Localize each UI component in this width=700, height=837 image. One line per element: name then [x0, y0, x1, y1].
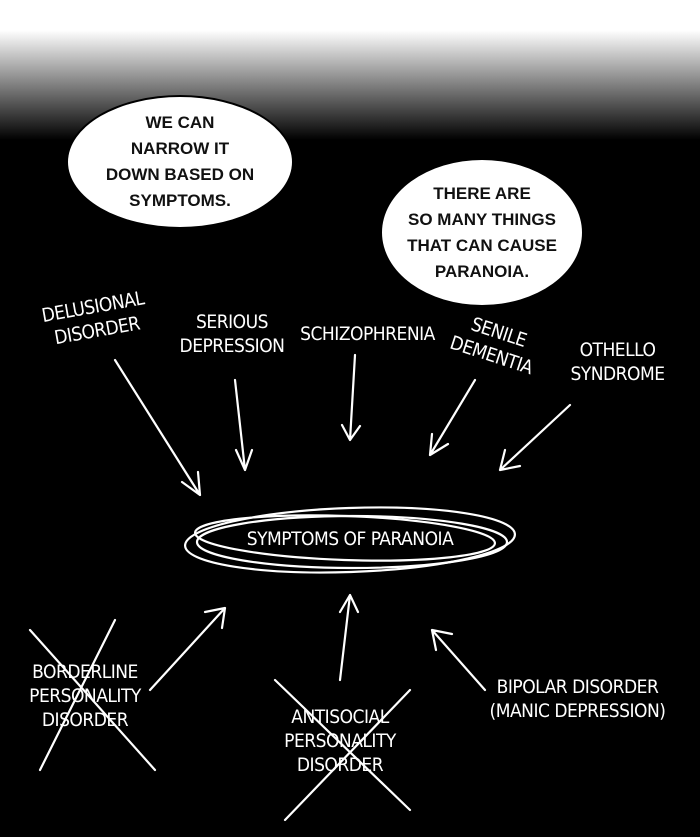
arrow — [430, 628, 487, 692]
cause-bipolar-disorder: BIPOLAR DISORDER (MANIC DEPRESSION) — [489, 676, 666, 722]
bubble-text: WE CAN NARROW IT DOWN BASED ON SYMPTOMS. — [105, 113, 255, 210]
cross-out — [273, 678, 412, 822]
arrow — [113, 358, 202, 497]
cause-serious-depression: SERIOUS DEPRESSION — [179, 311, 285, 357]
arrow — [233, 378, 254, 472]
cause-borderline-personality-disorder: BORDERLINE PERSONALITY DISORDER — [29, 661, 141, 731]
arrow — [498, 403, 572, 472]
cross-out — [28, 618, 157, 772]
arrow — [340, 353, 362, 442]
cause-othello-syndrome: OTHELLO SYNDROME — [570, 339, 665, 385]
arrow — [148, 606, 227, 692]
arrow — [338, 593, 360, 682]
center-ring — [183, 506, 517, 574]
cause-antisocial-personality-disorder: ANTISOCIAL PERSONALITY DISORDER — [284, 706, 396, 776]
center-label: SYMPTOMS OF PARANOIA — [246, 528, 454, 550]
speech-bubble-causes: THERE ARE SO MANY THINGS THAT CAN CAUSE … — [380, 158, 584, 307]
arrow — [428, 378, 477, 457]
cause-schizophrenia: SCHIZOPHRENIA — [300, 323, 435, 345]
center-ring — [193, 514, 497, 562]
bubble-text: THERE ARE SO MANY THINGS THAT CAN CAUSE … — [407, 183, 557, 281]
speech-bubble-narrow: WE CAN NARROW IT DOWN BASED ON SYMPTOMS. — [66, 95, 294, 229]
